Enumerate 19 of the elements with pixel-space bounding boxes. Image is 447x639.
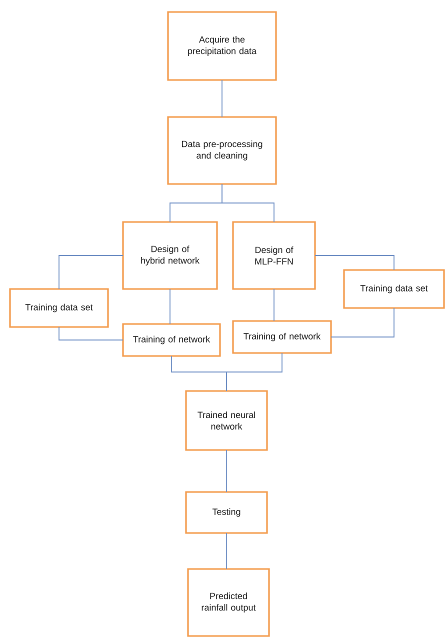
process-box: Acquire the precipitation data: [167, 11, 277, 81]
process-box: Training data set: [343, 269, 445, 309]
process-box: Training of network: [122, 323, 221, 357]
process-box: Training of network: [232, 320, 332, 354]
connector-line: [226, 532, 227, 570]
process-box: Testing: [185, 491, 268, 534]
process-box: Design of MLP-FFN: [232, 221, 316, 290]
process-box: Design of hybrid network: [122, 221, 218, 290]
connector-line: [226, 352, 282, 392]
connector-line: [58, 326, 124, 340]
connector-line: [226, 450, 227, 492]
process-box: Training data set: [9, 288, 109, 328]
connector-line: [58, 255, 124, 290]
process-box: Predicted rainfall output: [187, 568, 270, 637]
process-box: Data pre-processing and cleaning: [167, 116, 277, 185]
process-box: Trained neural network: [185, 390, 268, 451]
connector-line: [222, 184, 274, 222]
connector-line: [314, 255, 394, 270]
connector-line: [330, 308, 394, 338]
